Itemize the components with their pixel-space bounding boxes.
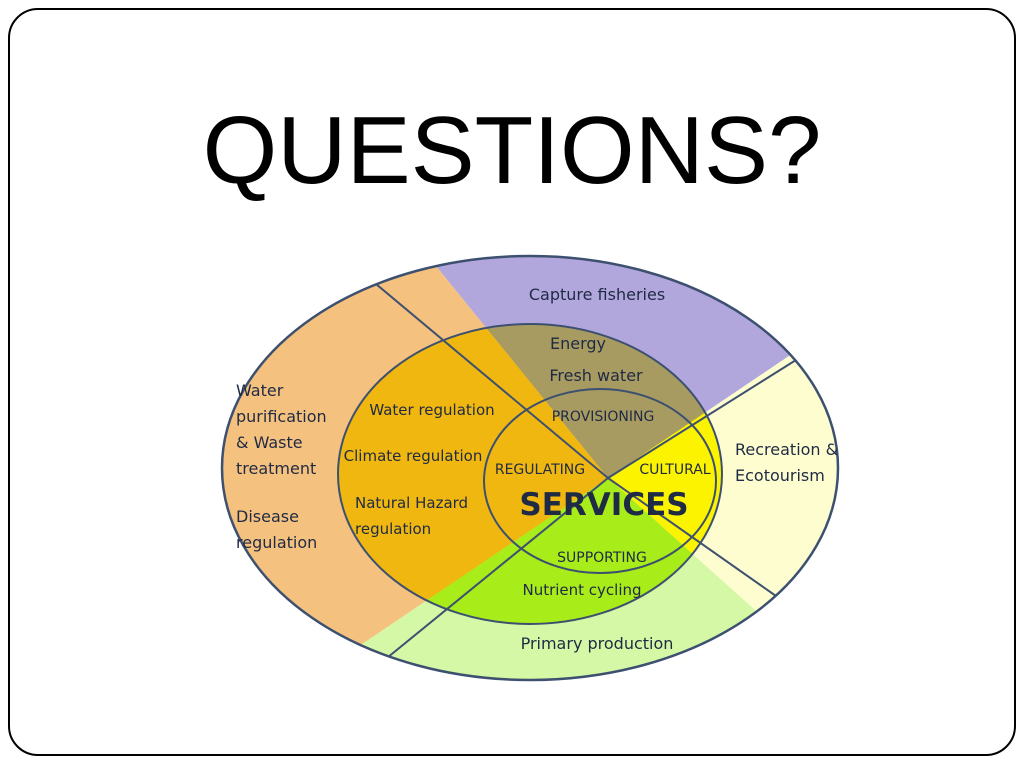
label-fresh-water: Fresh water xyxy=(549,366,643,385)
inner-ellipse-outline xyxy=(483,388,717,574)
label-water-regulation: Water regulation xyxy=(369,401,494,419)
label-capture-fisheries: Capture fisheries xyxy=(529,285,665,304)
label-cultural: CULTURAL xyxy=(639,462,710,478)
label-provisioning: PROVISIONING xyxy=(552,409,655,425)
label-climate-regulation: Climate regulation xyxy=(344,447,483,465)
outer-cultural-sector xyxy=(608,256,838,680)
middle-ellipse-outline xyxy=(337,323,723,625)
label-regulating: REGULATING xyxy=(495,462,585,478)
slide-title: QUESTIONS? xyxy=(202,97,822,204)
label-natural-hazard-regulation: Natural Hazard regulation xyxy=(355,494,473,538)
label-nutrient-cycling: Nutrient cycling xyxy=(522,581,641,599)
label-services-center: SERVICES xyxy=(519,487,688,523)
outer-ellipse-outline xyxy=(220,254,840,682)
label-primary-production: Primary production xyxy=(521,634,674,653)
divider-provisioning-cultural xyxy=(607,359,797,479)
label-energy: Energy xyxy=(550,334,606,353)
label-water-purification: Water purification & Waste treatment xyxy=(236,381,332,478)
label-recreation-ecotourism: Recreation & Ecotourism xyxy=(735,440,843,485)
label-supporting: SUPPORTING xyxy=(557,550,647,566)
middle-ring xyxy=(338,324,722,624)
divider-regulating-provisioning xyxy=(375,283,609,479)
middle-regulating-sector xyxy=(338,324,608,624)
middle-supporting-sector xyxy=(338,478,722,624)
label-disease-regulation: Disease regulation xyxy=(236,507,317,552)
divider-supporting-regulating xyxy=(381,477,609,663)
